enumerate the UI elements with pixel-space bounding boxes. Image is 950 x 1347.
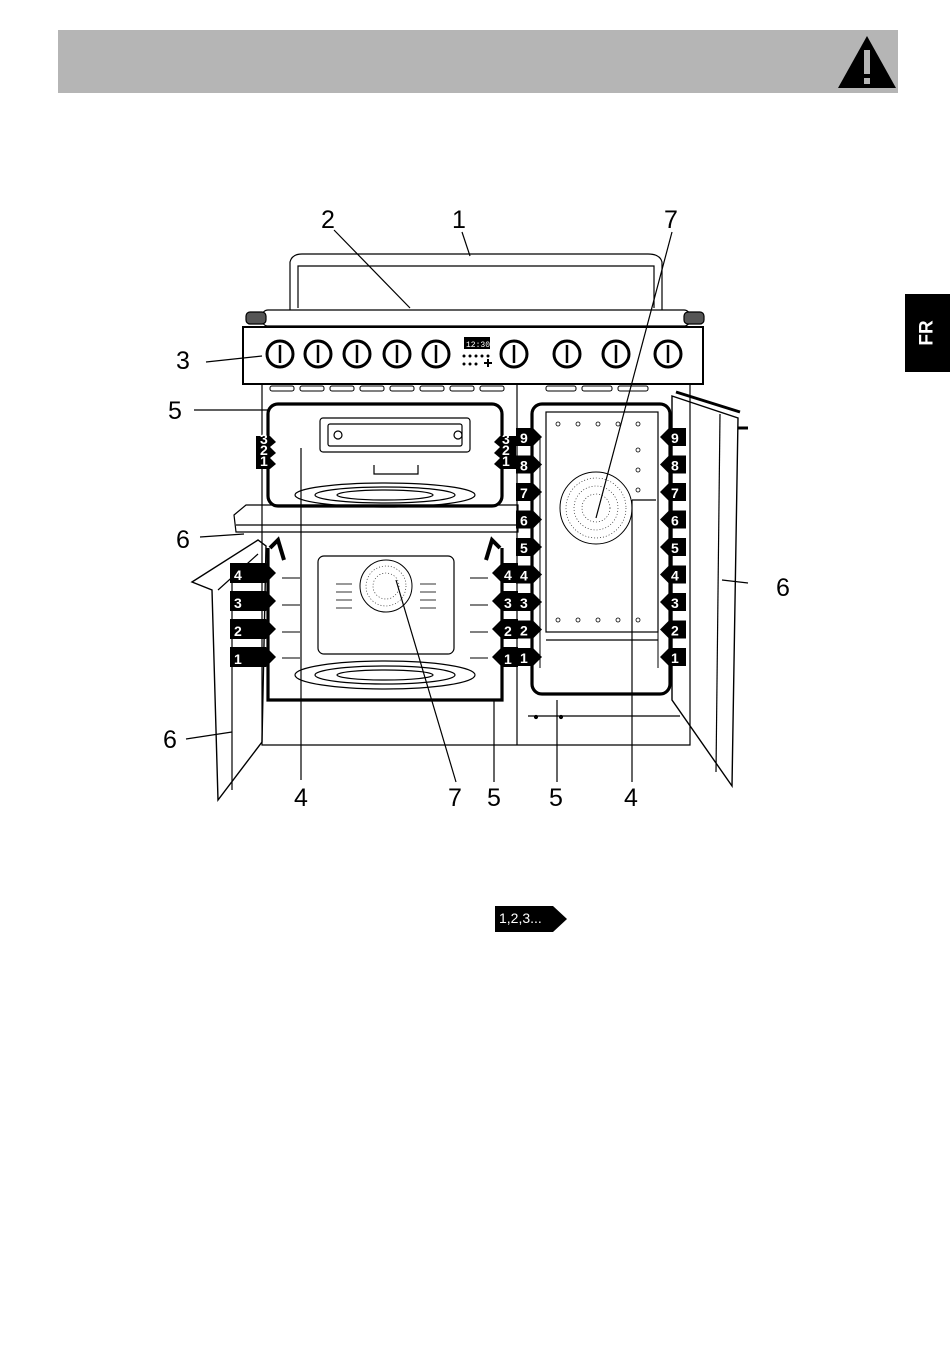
center-oven-level-marker: 2: [492, 619, 518, 639]
rack-level-number: 5: [520, 540, 528, 556]
callout-6-left-door: 6: [163, 726, 177, 754]
rack-level-number: 8: [671, 458, 679, 474]
right-oven-right-level-marker: 8: [660, 456, 686, 474]
callout-7-top: 7: [664, 206, 678, 234]
right-oven-right-level-marker: 1: [660, 648, 686, 666]
rack-level-number: 2: [504, 623, 512, 639]
rack-level-number: 2: [520, 623, 528, 639]
right-oven-left-level-marker: 6: [516, 511, 542, 529]
callout-1: 1: [452, 206, 466, 234]
right-oven-left-level-marker: 8: [516, 456, 542, 474]
rack-level-number: 1: [502, 453, 510, 469]
right-oven-left-level-marker: 1: [516, 648, 542, 666]
right-oven-right-level-marker: 4: [660, 566, 686, 584]
right-oven-right-level-marker: 6: [660, 511, 686, 529]
center-oven-level-marker: 3: [492, 591, 518, 611]
rack-level-number: 5: [671, 540, 679, 556]
right-oven-left-level-marker: 7: [516, 483, 542, 501]
right-oven-right-level-marker: 2: [660, 621, 686, 639]
right-oven-left-level-marker: 3: [516, 593, 542, 611]
shelf-levels-badge: 1,2,3...: [495, 906, 567, 932]
callout-3: 3: [176, 347, 190, 375]
right-oven-right-level-marker: 7: [660, 483, 686, 501]
shelf-levels-text: 1,2,3...: [499, 910, 542, 926]
callout-5-bottom-a: 5: [487, 784, 501, 812]
callout-5-left: 5: [168, 397, 182, 425]
right-oven-left-level-marker: 5: [516, 538, 542, 556]
callout-5-bottom-b: 5: [549, 784, 563, 812]
rack-level-number: 4: [234, 567, 242, 583]
rack-level-number: 1: [260, 453, 268, 469]
rack-level-number: 1: [671, 650, 679, 666]
rack-level-number: 8: [520, 458, 528, 474]
center-oven-level-marker: 1: [492, 647, 518, 667]
rack-level-number: 4: [671, 568, 679, 584]
center-oven-level-marker: 4: [492, 563, 518, 583]
rack-level-number: 7: [520, 485, 528, 501]
rack-level-number: 3: [234, 595, 242, 611]
rack-level-number: 1: [234, 651, 242, 667]
rack-level-number: 9: [520, 430, 528, 446]
right-oven-right-level-marker: 3: [660, 593, 686, 611]
clock-text: 12:30: [466, 341, 490, 350]
right-oven-right-level-marker: 5: [660, 538, 686, 556]
callout-7-bottom: 7: [448, 784, 462, 812]
rack-level-number: 2: [234, 623, 242, 639]
rack-level-number: 6: [520, 513, 528, 529]
callout-4-bottom-right: 4: [624, 784, 638, 812]
rack-level-number: 4: [504, 567, 512, 583]
rack-level-number: 3: [504, 595, 512, 611]
rack-level-number: 3: [520, 595, 528, 611]
callout-2: 2: [321, 206, 335, 234]
rack-level-number: 2: [671, 623, 679, 639]
rack-level-number: 9: [671, 430, 679, 446]
right-oven-right-level-marker: 9: [660, 428, 686, 446]
callout-4-bottom-left: 4: [294, 784, 308, 812]
rack-level-number: 7: [671, 485, 679, 501]
callout-6-shelf: 6: [176, 526, 190, 554]
right-oven-left-level-marker: 9: [516, 428, 542, 446]
right-oven-left-level-marker: 2: [516, 621, 542, 639]
rack-level-number: 4: [520, 568, 528, 584]
rack-level-number: 6: [671, 513, 679, 529]
rack-level-number: 3: [671, 595, 679, 611]
rack-level-number: 1: [520, 650, 528, 666]
callout-6-right-door: 6: [776, 574, 790, 602]
right-oven-left-level-marker: 4: [516, 566, 542, 584]
rack-level-number: 1: [504, 651, 512, 667]
